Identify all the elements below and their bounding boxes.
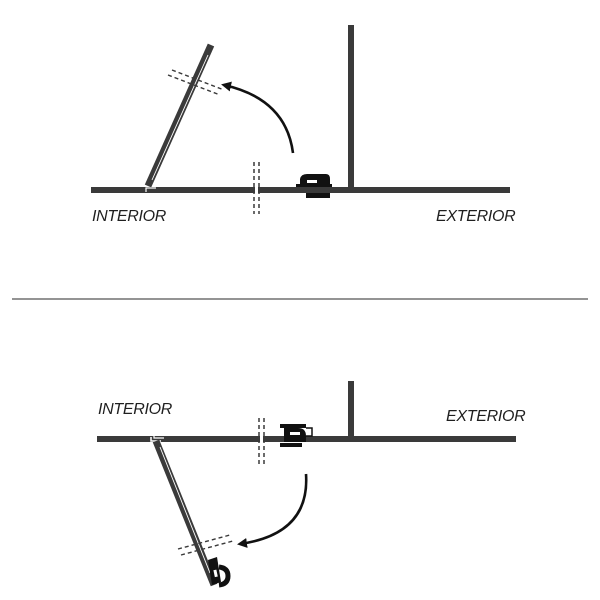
- top-vertical-wall: [348, 25, 354, 193]
- bottom-exterior-label: EXTERIOR: [446, 408, 526, 425]
- bottom-latch-hardware: [280, 424, 313, 447]
- bottom-diagram: [97, 381, 516, 588]
- top-handle-hardware: [296, 174, 332, 198]
- bottom-open-sash: [152, 439, 234, 587]
- bottom-frame-line: [97, 436, 516, 442]
- top-open-sash: [144, 43, 225, 188]
- top-interior-label: INTERIOR: [92, 208, 167, 225]
- bottom-sash-handle: [208, 557, 231, 588]
- top-exterior-label: EXTERIOR: [436, 208, 516, 225]
- top-rotation-arrow: [221, 81, 295, 154]
- bottom-frame-section-marker: [258, 418, 265, 466]
- bottom-vertical-wall: [348, 381, 354, 439]
- bottom-rotation-arrow: [237, 473, 308, 548]
- bottom-interior-label: INTERIOR: [98, 401, 173, 418]
- top-diagram: [91, 25, 510, 214]
- top-frame-line: [91, 187, 510, 193]
- top-frame-section-marker: [253, 162, 260, 214]
